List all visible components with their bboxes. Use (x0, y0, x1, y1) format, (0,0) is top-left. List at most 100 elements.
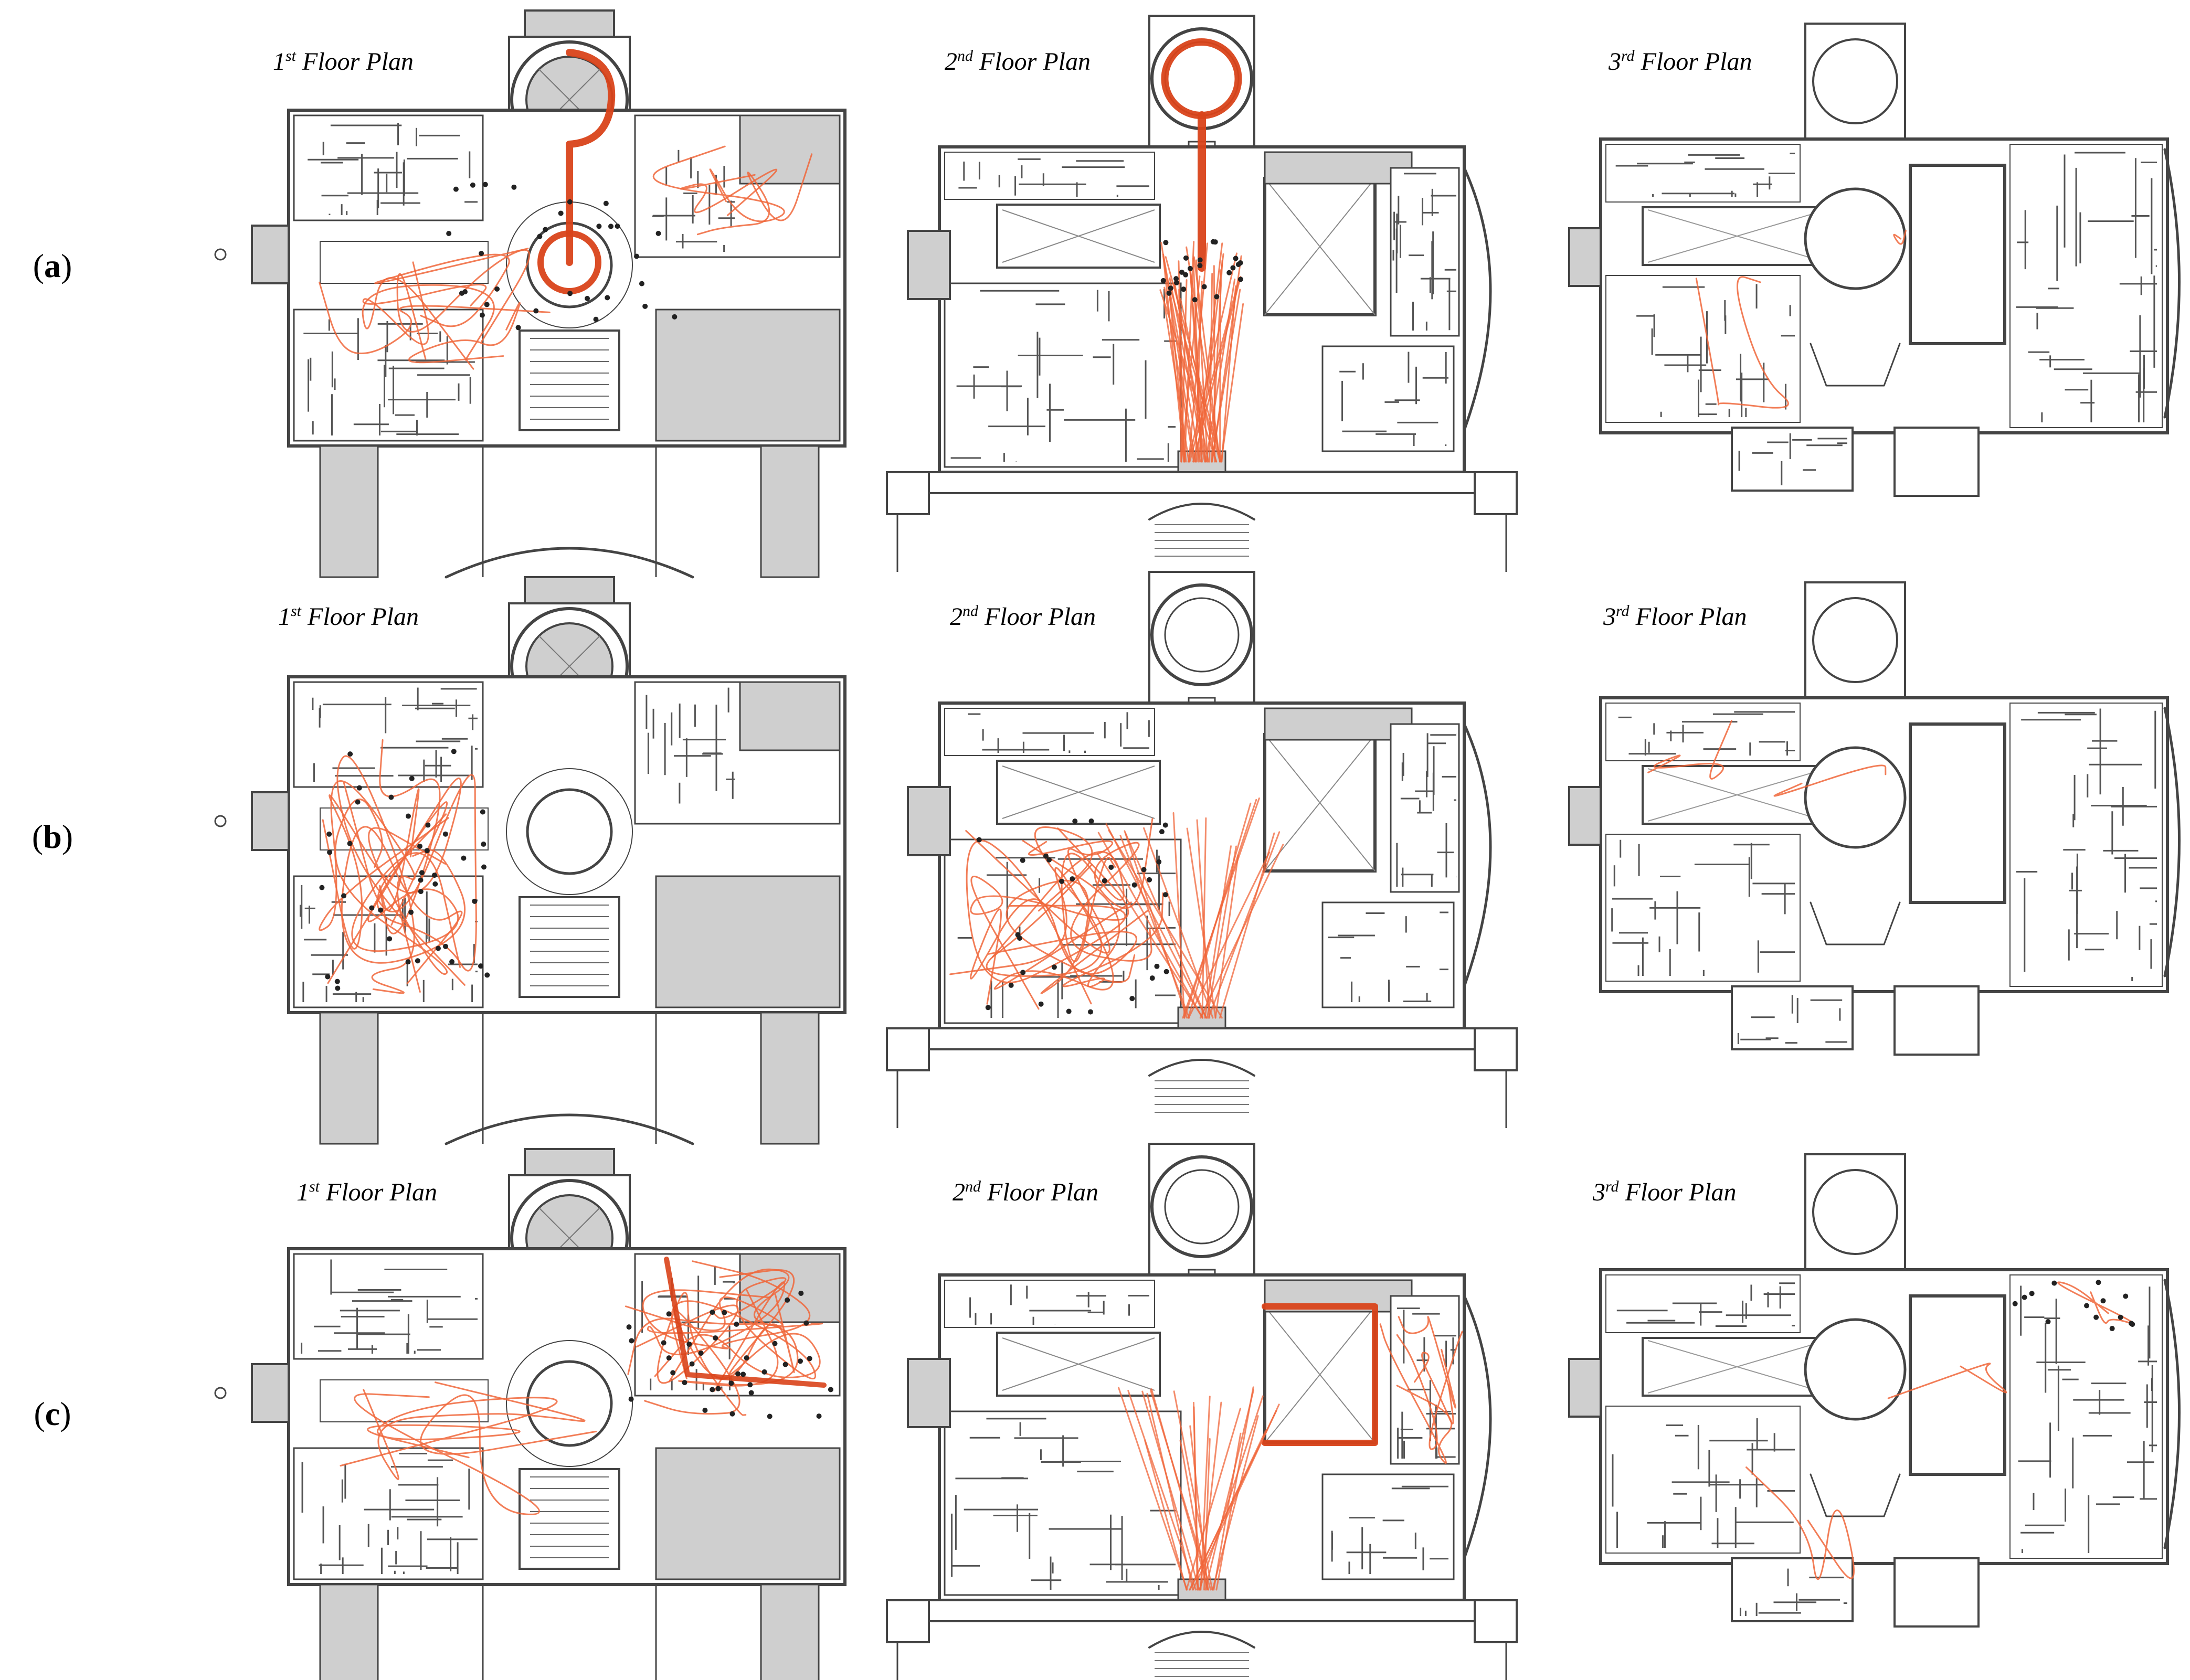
visitor-stop-point (710, 1310, 715, 1315)
left-south-gallery (293, 875, 484, 1008)
visitor-stop-point (1160, 278, 1166, 283)
title-a-floor1: 1st Floor Plan (273, 47, 414, 76)
visitor-stop-point (1233, 256, 1239, 261)
central-rotunda (1804, 187, 1907, 290)
visitor-stop-point (479, 312, 485, 318)
visitor-stop-point (387, 936, 393, 942)
visitor-stop-point (1183, 255, 1189, 261)
second-floor-plan (886, 15, 1518, 572)
terrace-corner-left (886, 1599, 930, 1643)
trajectory-visitor (1745, 1466, 1855, 1580)
trajectory-visitor (1212, 1415, 1259, 1591)
left-north-gallery (293, 114, 484, 221)
tower-ring (1812, 1169, 1898, 1255)
visitor-stop-point (698, 1351, 704, 1356)
visitor-stop-point (642, 303, 648, 309)
trajectory-visitor (1206, 845, 1237, 1019)
south-east-annex (1893, 985, 1980, 1056)
visitor-stop-point (1046, 857, 1052, 863)
visitor-stop-point (1149, 975, 1155, 981)
visitor-stop-point (1197, 257, 1203, 263)
visitor-stop-point (689, 1361, 695, 1367)
trajectory-visitor (1105, 823, 1207, 1019)
central-rotunda (526, 1360, 613, 1447)
east-atrium (1909, 164, 2006, 345)
trajectory-visitor (1773, 764, 1887, 797)
third-floor-plan (1568, 581, 2181, 1056)
visitor-stop-point (715, 1386, 721, 1391)
trajectory-visitor (1173, 1390, 1213, 1591)
trajectory-visitor (652, 145, 785, 222)
forecourt-pier-left (319, 1583, 379, 1680)
trajectory-visitor (354, 1393, 597, 1515)
visitor-stop-point (424, 848, 430, 854)
visitor-stop-point (515, 325, 521, 331)
south-annex (1731, 1557, 1854, 1622)
terrace-corner-right (1474, 471, 1518, 515)
trajectory-visitor (1180, 275, 1201, 463)
visitor-stop-point (418, 889, 424, 895)
visitor-stop-point (479, 251, 484, 257)
row-label-c: (c) (34, 1395, 71, 1432)
visitor-stop-point (596, 224, 602, 229)
first-floor-plan (214, 9, 847, 579)
terrace (886, 1599, 1518, 1622)
visitor-stop-point (626, 1324, 632, 1330)
visitor-stop-point (409, 775, 415, 781)
visitor-stop-point (729, 1411, 735, 1417)
visitor-stop-point (472, 898, 478, 904)
left-north-gallery (293, 1253, 484, 1360)
trajectory-visitor (1219, 832, 1275, 1019)
visitor-stop-point (462, 289, 468, 295)
trajectory-visitor (1127, 1390, 1197, 1591)
tower-ring (1812, 597, 1898, 683)
visitor-stop-point (1183, 272, 1189, 278)
south-east-annex (1893, 427, 1980, 497)
trajectory-visitor (986, 826, 1103, 977)
visitor-stop-point (666, 1355, 672, 1361)
visitor-stop-point (797, 1358, 803, 1364)
auditorium (519, 329, 620, 431)
trajectory-visitor (1219, 269, 1221, 463)
first-floor-plan (214, 1148, 847, 1680)
entrance-steps (1148, 503, 1255, 520)
title-a-floor3: 3rd Floor Plan (1609, 47, 1752, 76)
visitor-stop-point (639, 281, 644, 286)
trajectory-visitor (1192, 1403, 1280, 1591)
visitor-stop-point (1212, 239, 1218, 245)
tower-ring-inner (1164, 1169, 1240, 1245)
first-floor-plan (214, 576, 847, 1145)
visitor-stop-point (478, 963, 483, 969)
visitor-stop-point (405, 959, 411, 965)
trajectory-visitor (1144, 1440, 1188, 1591)
visitor-stop-point (388, 794, 394, 800)
curved-facade (2163, 707, 2181, 977)
trajectory-visitor (319, 780, 449, 993)
visitor-stop-point (748, 1390, 754, 1396)
trajectory-visitor (970, 827, 1129, 1010)
trajectory-visitor (1887, 1363, 2007, 1399)
visitor-stop-point (451, 749, 457, 754)
west-entrance (251, 1363, 290, 1423)
visitor-stop-point (567, 291, 573, 296)
visitor-stop-point (2045, 1319, 2051, 1325)
visitor-stop-point (661, 1340, 666, 1346)
trajectory-main-route (664, 1257, 827, 1388)
visitor-stop-point (985, 1005, 991, 1011)
visitor-stop-point (432, 873, 437, 878)
visitor-stop-point (406, 813, 411, 819)
west-entrance (907, 1358, 951, 1428)
trajectory-visitor (1647, 720, 1733, 780)
trajectory-visitor (1143, 827, 1214, 1019)
visitor-stop-point (435, 945, 441, 951)
visitor-stop-point (1226, 270, 1232, 275)
visitor-stop-point (798, 1290, 804, 1296)
trajectory-visitor (970, 898, 1137, 1005)
visitor-stop-point (327, 849, 333, 855)
trajectory-visitor (340, 1397, 558, 1467)
visitor-stop-point (1168, 285, 1173, 291)
visitor-stop-point (672, 314, 678, 320)
east-gallery (1390, 723, 1460, 893)
south-annex (1731, 427, 1854, 492)
